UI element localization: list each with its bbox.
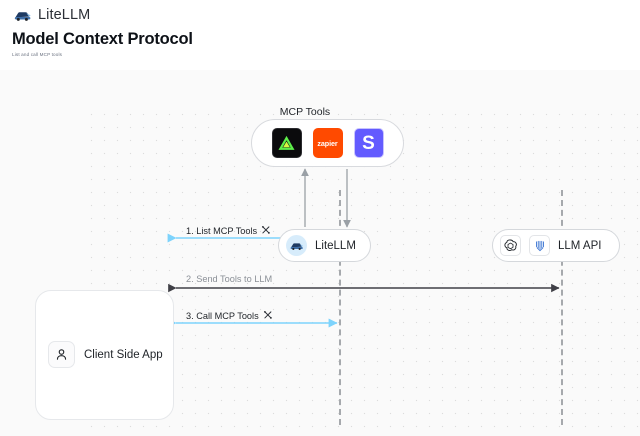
stripe-letter: S [362,132,375,154]
node-litellm[interactable]: LiteLLM [278,229,371,262]
tools-icon [261,225,271,237]
brand-name: LiteLLM [38,7,91,23]
lifeline-litellm [339,190,341,425]
zapier-label: zapier [317,138,338,148]
page-header: LiteLLM Model Context Protocol List and … [0,0,640,70]
person-icon [48,341,75,368]
page-subtitle: List and call MCP tools [12,52,63,57]
edge-step3-text: 3. Call MCP Tools [186,311,259,321]
tools-icon [263,310,273,322]
node-litellm-label: LiteLLM [315,239,356,252]
node-llm-api[interactable]: LLM API [492,229,621,262]
edge-step2-label: 2. Send Tools to LLM [186,274,272,284]
litellm-car-icon [14,8,32,22]
node-llm-api-label: LLM API [558,239,602,252]
edge-step1-text: 1. List MCP Tools [186,226,258,236]
linear-triangle-icon[interactable] [271,128,302,158]
diagram-canvas: MCP Tools zapier S [0,70,640,436]
mcp-tools-group: zapier S [251,119,404,167]
edge-step3-label: 3. Call MCP Tools [186,310,273,322]
node-client-side-app[interactable]: Client Side App [35,290,174,420]
stripe-s-icon[interactable]: S [353,128,384,158]
node-client-label: Client Side App [84,348,163,361]
mcp-tools-group-label: MCP Tools [279,106,331,118]
client-app-content: Client Side App [48,341,163,368]
litellm-car-icon [286,235,307,256]
openai-icon [500,235,521,256]
anthropic-icon [529,235,550,256]
lifeline-llm-api [561,190,563,425]
edge-step2-text: 2. Send Tools to LLM [186,274,273,284]
zapier-wordmark-icon[interactable]: zapier [312,128,343,158]
page-title: Model Context Protocol [12,30,193,48]
edge-step1-label: 1. List MCP Tools [186,225,271,237]
brand: LiteLLM [14,7,90,23]
